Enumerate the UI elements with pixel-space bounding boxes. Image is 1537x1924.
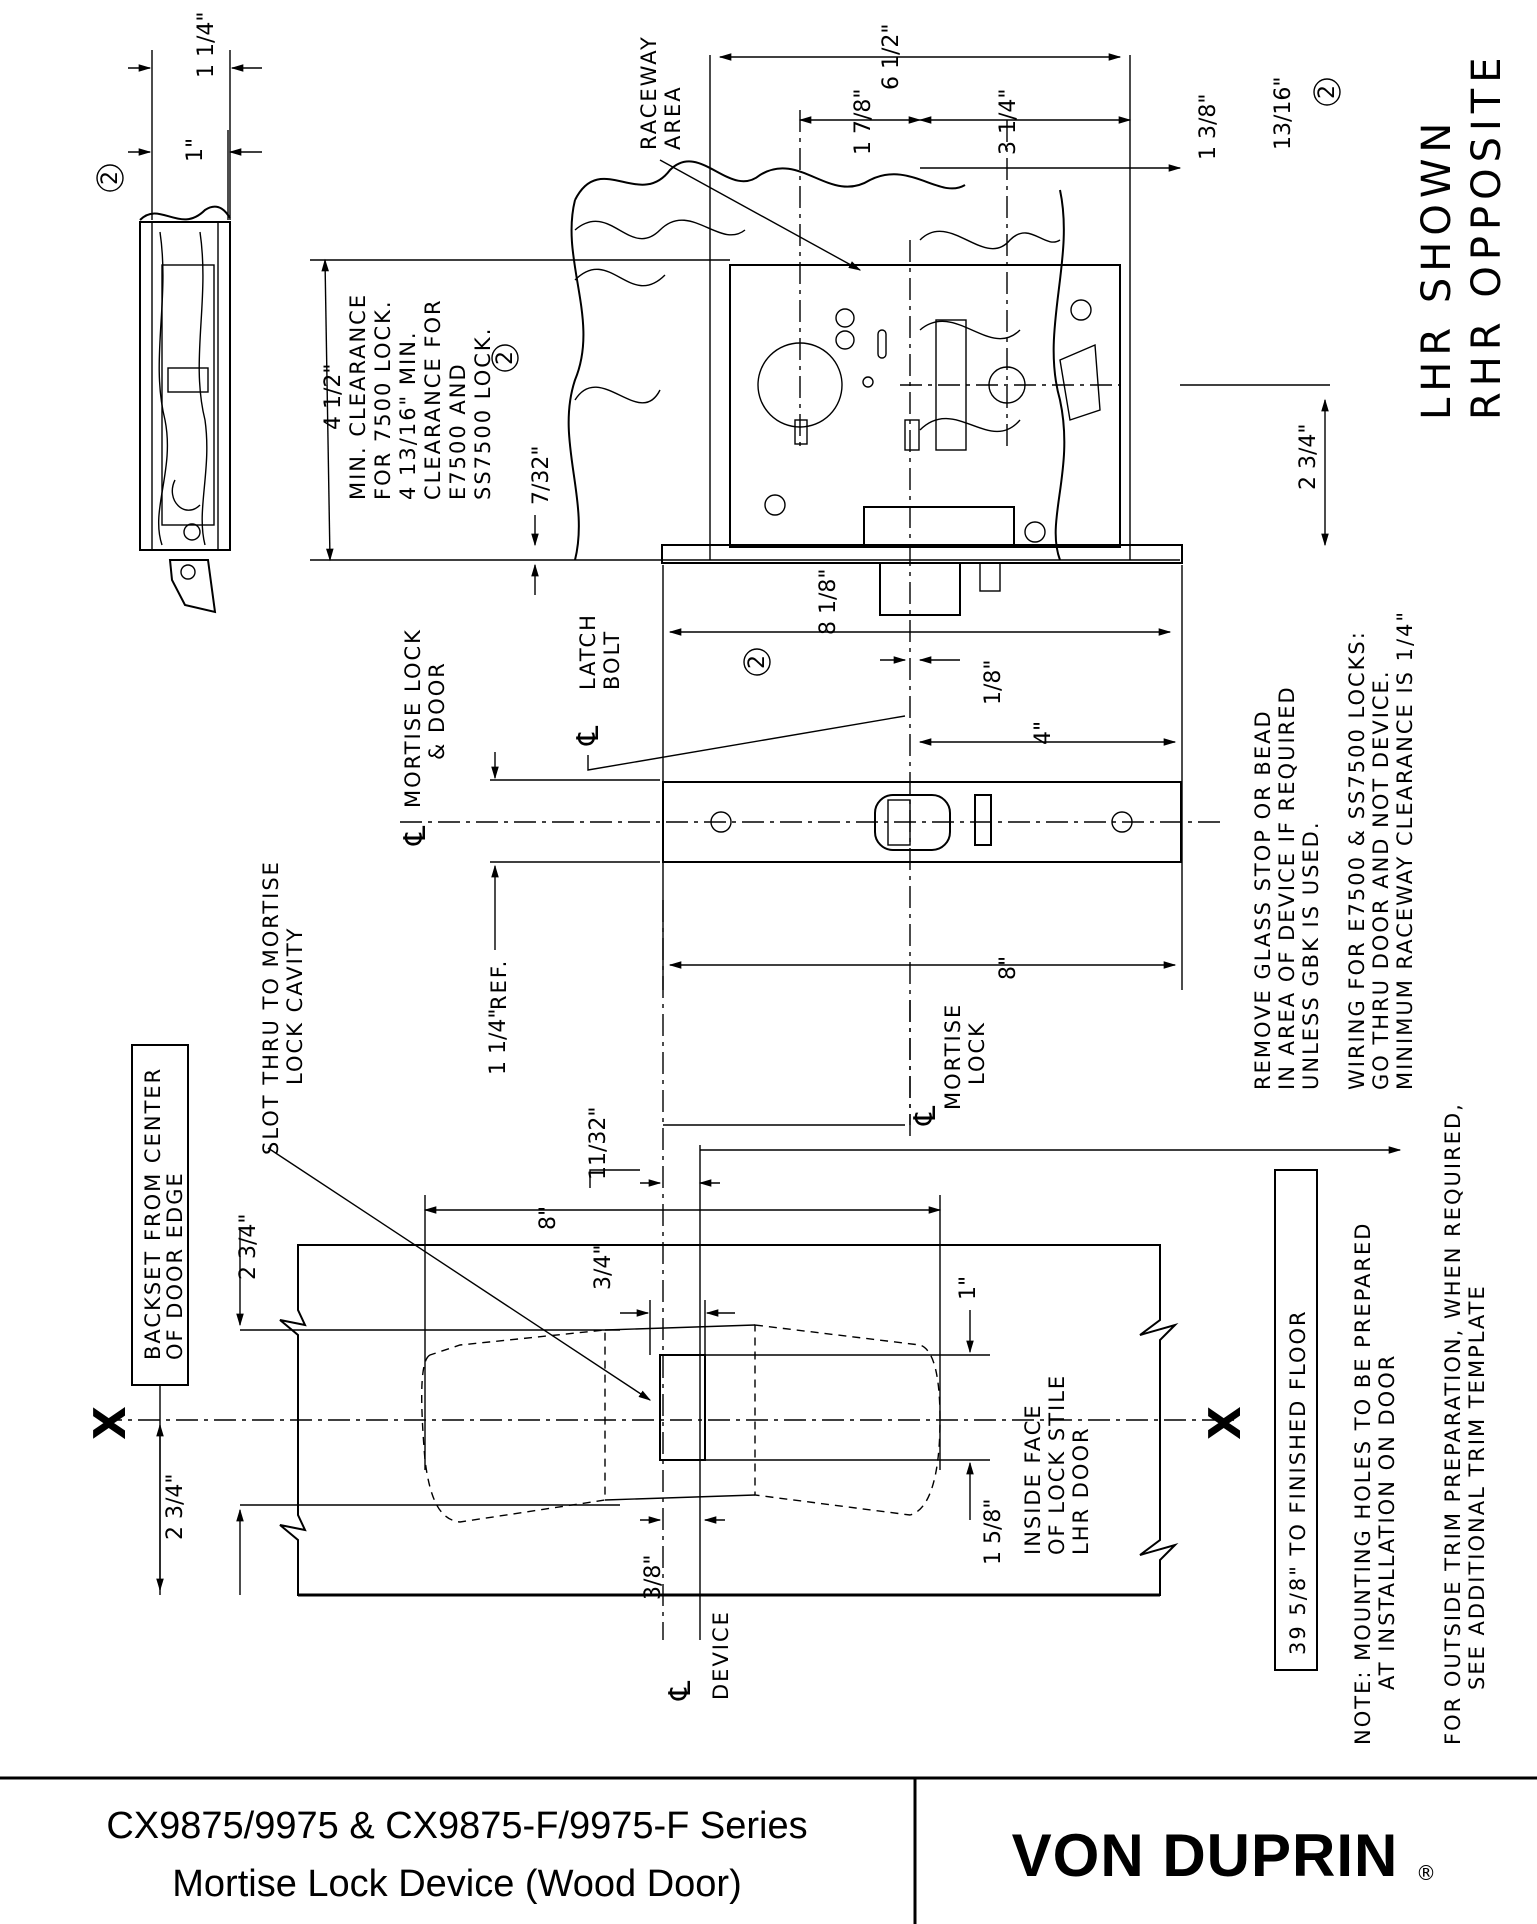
dim-3-1-4: 3 1/4": [996, 88, 1021, 155]
inside-label-3: LHR DOOR: [1069, 1426, 1093, 1555]
notes-area: REMOVE GLASS STOP OR BEAD IN AREA OF DEV…: [1251, 610, 1489, 1745]
stile-view: ℄ MORTISE LOCK 11/32" 8" 3/4" 1" 1 5/8": [85, 860, 1402, 1701]
dim-3-8: 3/8": [641, 1554, 666, 1600]
mortise-door-label-1: MORTISE LOCK: [401, 628, 425, 808]
dim-2-3-4-right: 2 3/4": [1296, 423, 1321, 490]
slot-label-1: SLOT THRU TO MORTISE: [259, 860, 283, 1155]
ref-label: REF.: [487, 959, 511, 1010]
note-trim-2: SEE ADDITIONAL TRIM TEMPLATE: [1465, 1284, 1489, 1690]
dim-1-1-4-ref: 1 1/4": [486, 1008, 511, 1075]
orientation-label: LHR SHOWN RHR OPPOSITE: [1414, 52, 1510, 420]
circle-note-edge: 2: [98, 171, 123, 185]
mortise-lock-label-1: MORTISE: [941, 1003, 965, 1110]
dim-1-low: 1": [956, 1276, 981, 1300]
edge-view: 1 1/4" 1" 2: [96, 11, 262, 614]
cl-symbol-mortise-door: ℄: [398, 826, 433, 846]
dim-2-3-4-a: 2 3/4": [236, 1213, 261, 1280]
title-line-1: CX9875/9975 & CX9875-F/9975-F Series: [106, 1805, 807, 1847]
brand-registered-mark: ®: [1416, 1861, 1436, 1885]
dim-1-1-4-top: 1 1/4": [194, 11, 219, 78]
cl-symbol-latch: ℄: [571, 726, 606, 746]
dim-8-mid: 8": [996, 956, 1021, 980]
note-mounting-1: NOTE: MOUNTING HOLES TO BE PREPARED: [1351, 1222, 1375, 1745]
latch-label-2: BOLT: [600, 630, 624, 690]
note-glass-1: REMOVE GLASS STOP OR BEAD: [1251, 709, 1275, 1090]
note-glass-2: IN AREA OF DEVICE IF REQUIRED: [1275, 685, 1299, 1090]
latch-label-1: LATCH: [576, 613, 600, 690]
dim-4: 4": [1031, 721, 1056, 745]
note-wiring-2: GO THRU DOOR AND NOT DEVICE.: [1369, 670, 1393, 1091]
title-line-2: Mortise Lock Device (Wood Door): [172, 1863, 741, 1905]
note-trim-1: FOR OUTSIDE TRIM PREPARATION, WHEN REQUI…: [1441, 1102, 1465, 1745]
dim-3-4: 3/4": [591, 1244, 616, 1290]
dim-2-3-4-b: 2 3/4": [163, 1473, 188, 1540]
mortise-door-label-2: & DOOR: [425, 661, 449, 760]
raceway-label-2: AREA: [661, 85, 685, 150]
clearance-label-5: CLEARANCE FOR: [421, 298, 445, 500]
dim-11-32: 11/32": [586, 1106, 611, 1180]
clearance-label-1: 4 1/2": [321, 363, 346, 430]
circle-note-clearance: 2: [493, 351, 518, 365]
device-face-view: 8 1/8" 1/8" 4" REF. 1 1/4" 8" ℄ MORTISE …: [398, 565, 1220, 1075]
inside-label-1: INSIDE FACE: [1021, 1403, 1045, 1555]
cl-symbol-device: ℄: [663, 1681, 698, 1701]
note-wiring-1: WIRING FOR E7500 & SS7500 LOCKS:: [1345, 630, 1369, 1090]
clearance-label-3: FOR 7500 LOCK.: [371, 299, 395, 500]
circle-note-mid: 2: [745, 655, 770, 669]
dim-8-low: 8": [536, 1206, 561, 1230]
note-mounting-2: AT INSTALLATION ON DOOR: [1375, 1354, 1399, 1690]
inside-label-2: OF LOCK STILE: [1045, 1374, 1069, 1555]
clearance-label-4: 4 13/16" MIN.: [396, 330, 420, 500]
backset-label-1: BACKSET FROM CENTER: [141, 1067, 165, 1360]
title-block: CX9875/9975 & CX9875-F/9975-F Series Mor…: [0, 1776, 1537, 1924]
dim-7-32: 7/32": [529, 445, 554, 505]
dim-1-5-8: 1 5/8": [981, 1498, 1006, 1565]
x-mark-right: X: [1200, 1406, 1251, 1440]
dim-1-3-8: 1 3/8": [1196, 93, 1221, 160]
dim-1-inch: 1": [183, 138, 208, 162]
circle-note-top: 2: [1315, 85, 1340, 99]
cl-symbol-mortise-lock: ℄: [908, 1106, 943, 1126]
device-label: DEVICE: [709, 1610, 733, 1700]
floor-label: 39 5/8" TO FINISHED FLOOR: [1286, 1309, 1310, 1655]
dim-1-7-8: 1 7/8": [851, 88, 876, 155]
mortise-lock-view: 6 1/2" 1 7/8" 3 1/4" 1 3/8" 13/16" 2 RAC…: [310, 23, 1341, 1140]
dim-1-8: 1/8": [981, 659, 1006, 705]
dim-13-16: 13/16": [1271, 76, 1296, 150]
mortise-lock-label-2: LOCK: [965, 1021, 989, 1085]
raceway-label-1: RACEWAY: [637, 35, 661, 150]
clearance-label-7: SS7500 LOCK.: [471, 327, 495, 500]
backset-label-2: OF DOOR EDGE: [163, 1171, 187, 1360]
x-mark-left: X: [85, 1406, 136, 1440]
dim-8-1-8: 8 1/8": [816, 568, 841, 635]
clearance-label-6: E7500 AND: [446, 362, 470, 500]
dim-6-1-2: 6 1/2": [879, 23, 904, 90]
brand-logo: VON DUPRIN: [1012, 1822, 1399, 1889]
slot-label-2: LOCK CAVITY: [283, 927, 307, 1086]
note-wiring-3: MINIMUM RACEWAY CLEARANCE IS 1/4": [1393, 610, 1417, 1090]
clearance-label-2: MIN. CLEARANCE: [346, 293, 370, 500]
orientation-line-2: RHR OPPOSITE: [1464, 52, 1510, 420]
orientation-line-1: LHR SHOWN: [1414, 117, 1460, 420]
note-glass-3: UNLESS GBK IS USED.: [1299, 820, 1323, 1090]
